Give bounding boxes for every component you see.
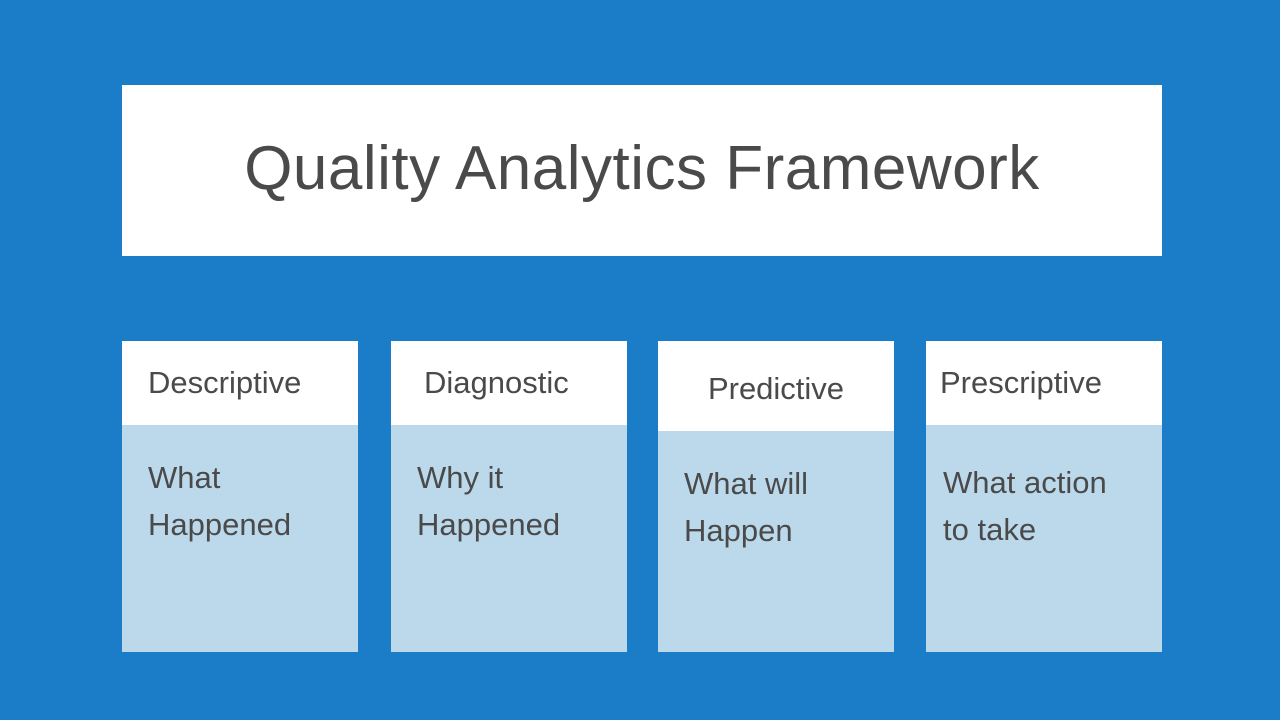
card-prescriptive-header: Prescriptive: [926, 341, 1162, 425]
card-predictive-header: Predictive: [658, 341, 894, 431]
card-descriptive-title: Descriptive: [148, 364, 302, 400]
card-diagnostic-description: Why it Happened: [417, 460, 561, 543]
card-diagnostic[interactable]: Diagnostic Why it Happened: [391, 341, 627, 652]
title-banner: Quality Analytics Framework: [122, 85, 1162, 256]
card-diagnostic-body: Why it Happened: [391, 425, 627, 652]
card-descriptive-description: What Happened: [148, 460, 292, 543]
card-diagnostic-title: Diagnostic: [424, 364, 569, 400]
card-predictive-body: What will Happen: [658, 431, 894, 652]
card-prescriptive[interactable]: Prescriptive What action to take: [926, 341, 1162, 652]
card-predictive-title: Predictive: [707, 370, 845, 406]
card-prescriptive-body: What action to take: [926, 425, 1162, 652]
card-prescriptive-description: What action to take: [943, 465, 1107, 548]
card-diagnostic-header: Diagnostic: [391, 341, 627, 425]
card-descriptive[interactable]: Descriptive What Happened: [122, 341, 358, 652]
card-descriptive-header: Descriptive: [122, 341, 358, 425]
analytics-card-row: Descriptive What Happened Diagnostic Why…: [122, 341, 1162, 652]
card-descriptive-body: What Happened: [122, 425, 358, 652]
page-title: Quality Analytics Framework: [244, 133, 1040, 203]
card-predictive[interactable]: Predictive What will Happen: [658, 341, 894, 652]
card-prescriptive-title: Prescriptive: [940, 364, 1102, 400]
card-predictive-description: What will Happen: [684, 466, 809, 549]
